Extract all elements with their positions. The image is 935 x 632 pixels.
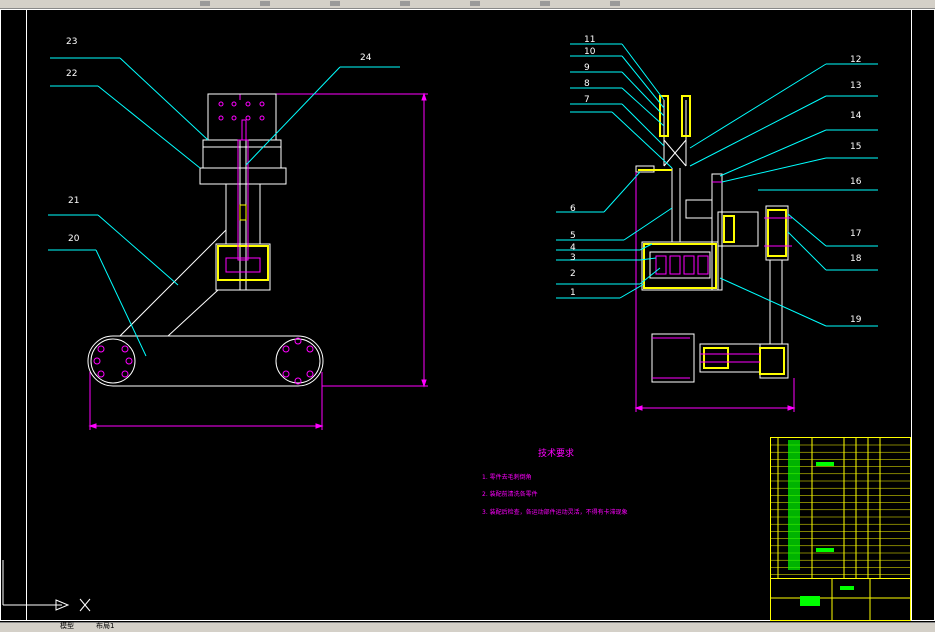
technical-notes: 技术要求 1. 零件去毛刺倒角 2. 装配前清洗各零件 3. 装配后检查，各运动… xyxy=(482,447,628,516)
note-item-3: 3. 装配后检查，各运动部件运动灵活，不得有卡滞现象 xyxy=(482,508,628,516)
tab-layout1[interactable]: 布局1 xyxy=(96,622,115,630)
callout-label-15: 15 xyxy=(850,142,861,152)
callout-label-4: 4 xyxy=(570,243,576,253)
title-block xyxy=(770,437,911,621)
tab-model[interactable]: 模型 xyxy=(60,622,74,630)
arm xyxy=(119,229,227,337)
right-left-leaders xyxy=(556,43,673,299)
callout-label-9: 9 xyxy=(584,63,590,73)
callout-label-21: 21 xyxy=(68,196,79,206)
conveyor-base xyxy=(87,335,324,387)
bottom-tab-strip xyxy=(0,622,935,632)
notes-title: 技术要求 xyxy=(538,447,574,459)
right-details xyxy=(652,181,792,379)
callout-label-18: 18 xyxy=(850,254,862,264)
toolbar-icon[interactable] xyxy=(470,1,480,6)
right-left-labels: 11 10 9 8 7 6 5 4 3 2 1 xyxy=(570,35,596,298)
right-outline xyxy=(635,100,789,383)
right-hatch xyxy=(638,95,787,375)
callout-label-24: 24 xyxy=(360,53,372,63)
callout-label-2: 2 xyxy=(570,269,576,279)
callout-label-20: 20 xyxy=(68,234,80,244)
callout-label-11: 11 xyxy=(584,35,595,45)
callout-label-5: 5 xyxy=(570,231,576,241)
toolbar-icon[interactable] xyxy=(200,1,210,6)
callout-label-19: 19 xyxy=(850,315,862,325)
callout-label-17: 17 xyxy=(850,229,861,239)
column-hatch xyxy=(217,245,269,281)
left-callout-labels: 23 22 24 21 20 xyxy=(66,37,372,244)
toolbar-icon[interactable] xyxy=(540,1,550,6)
callout-label-1: 1 xyxy=(570,288,576,298)
pulley-bolts xyxy=(93,337,314,385)
bom-table-lines xyxy=(770,437,911,621)
bom-green-fills xyxy=(788,440,854,606)
left-view: 23 22 24 21 20 xyxy=(48,37,428,430)
callout-label-6: 6 xyxy=(570,204,576,214)
callout-label-3: 3 xyxy=(570,253,576,263)
note-item-2: 2. 装配前清洗各零件 xyxy=(482,490,538,498)
left-dimensions xyxy=(88,92,428,430)
toolbar-icon[interactable] xyxy=(610,1,620,6)
toolbar-icon[interactable] xyxy=(260,1,270,6)
callout-label-16: 16 xyxy=(850,177,862,187)
right-right-labels: 12 13 14 15 16 17 18 19 xyxy=(850,55,862,325)
callout-label-13: 13 xyxy=(850,81,861,91)
top-toolbar-strip xyxy=(0,0,935,9)
column-details xyxy=(218,101,265,273)
left-leaders xyxy=(48,57,400,357)
ucs-icon xyxy=(2,560,91,612)
note-item-1: 1. 零件去毛刺倒角 xyxy=(482,473,532,481)
toolbar-icon[interactable] xyxy=(400,1,410,6)
column xyxy=(199,93,287,291)
callout-label-10: 10 xyxy=(584,47,596,57)
toolbar-icon[interactable] xyxy=(330,1,340,6)
callout-label-23: 23 xyxy=(66,37,77,47)
callout-label-14: 14 xyxy=(850,111,862,121)
right-right-leaders xyxy=(689,63,878,327)
callout-label-12: 12 xyxy=(850,55,861,65)
callout-label-22: 22 xyxy=(66,69,77,79)
callout-label-8: 8 xyxy=(584,79,590,89)
right-view: 11 10 9 8 7 6 5 4 3 2 1 12 13 14 1 xyxy=(556,35,878,412)
right-dimensions xyxy=(634,172,796,412)
callout-label-7: 7 xyxy=(584,95,590,105)
